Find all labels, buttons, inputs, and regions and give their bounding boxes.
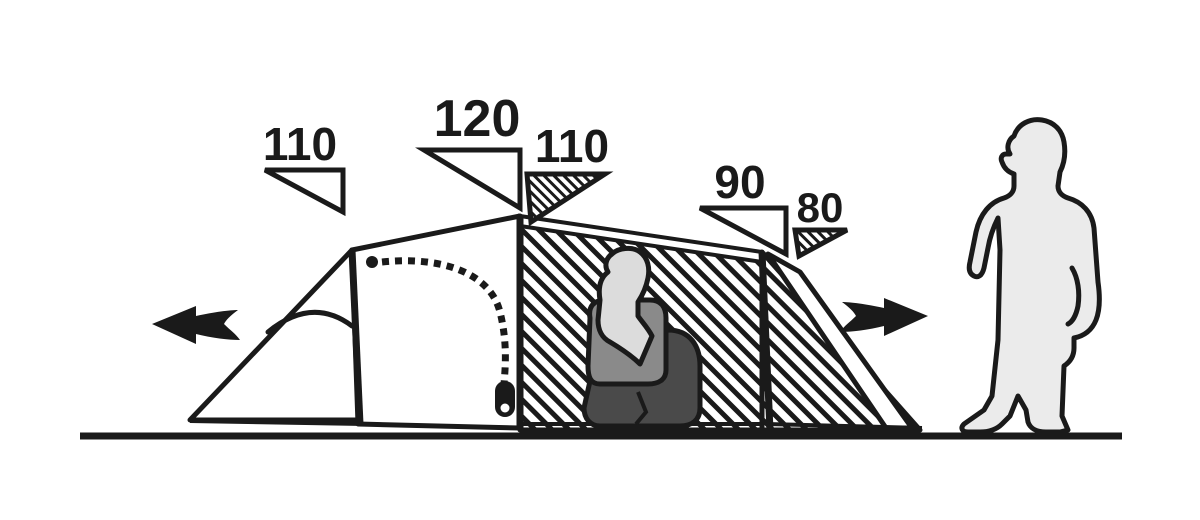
dim-120-apex-triangle xyxy=(415,147,523,213)
rear-pole xyxy=(758,251,774,431)
zipper-pull-tab[interactable] xyxy=(495,381,515,417)
arrow-left xyxy=(152,306,240,344)
rear-vestibule xyxy=(758,249,923,433)
dim-120-apex-label: 120 xyxy=(434,90,521,148)
seated-person-knee-crease xyxy=(634,391,649,426)
dim-90-triangle xyxy=(698,205,789,259)
arrow-right xyxy=(840,298,928,336)
dim-110-right: 110 xyxy=(524,120,614,227)
dim-80-label: 80 xyxy=(797,184,844,231)
front-pole xyxy=(348,249,364,425)
arrow-right-shape xyxy=(840,298,928,336)
dim-90-label: 90 xyxy=(714,156,765,208)
porch-panel-face xyxy=(349,213,523,431)
dim-80: 80 xyxy=(792,184,849,260)
dim-110-right-label: 110 xyxy=(535,120,609,172)
left-vestibule xyxy=(187,247,365,426)
standing-person xyxy=(959,117,1102,435)
rear-vestibule-hem xyxy=(765,422,923,430)
dim-110-right-triangle xyxy=(524,171,614,227)
zipper-start-dot xyxy=(366,256,378,268)
dim-110-left-triangle xyxy=(263,167,346,217)
standing-person-arm-gap xyxy=(1065,265,1082,327)
dim-110-left-label: 110 xyxy=(263,118,337,170)
dim-90: 90 xyxy=(698,156,789,259)
door-zipper[interactable] xyxy=(366,256,515,417)
zipper-pull-hole xyxy=(500,403,510,413)
left-vestibule-hem xyxy=(189,419,365,426)
left-vestibule-arch-door xyxy=(265,310,355,335)
seated-person-head-chest xyxy=(595,245,655,367)
seated-person xyxy=(581,245,703,429)
zipper-teeth xyxy=(381,257,509,385)
dim-120-apex: 120 xyxy=(415,90,523,213)
arrow-left-shape xyxy=(152,306,240,344)
standing-person-body xyxy=(959,117,1102,435)
dim-80-triangle xyxy=(792,227,849,260)
porch-panel xyxy=(348,213,523,431)
dim-110-left: 110 xyxy=(263,118,346,217)
